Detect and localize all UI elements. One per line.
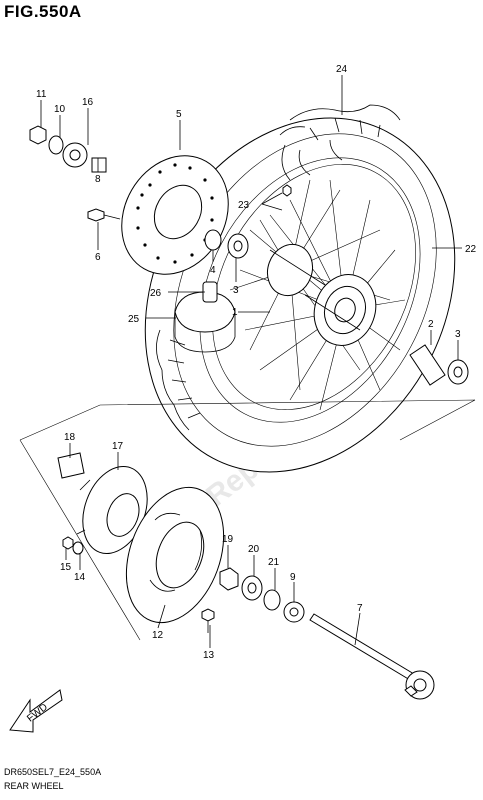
callout-22[interactable]: 22 xyxy=(465,244,477,255)
callout-13[interactable]: 13 xyxy=(203,650,215,661)
callout-23[interactable]: 23 xyxy=(238,200,250,211)
rear-axle[interactable] xyxy=(309,613,435,700)
callout-labels: 24 11 10 16 5 8 23 6 22 4 3 26 1 25 2 3 … xyxy=(36,64,477,661)
callout-6[interactable]: 6 xyxy=(95,252,101,263)
fwd-arrow: FWD xyxy=(9,689,63,733)
callout-16[interactable]: 16 xyxy=(82,97,94,108)
sprocket-bolt[interactable] xyxy=(201,608,215,633)
sprocket-nut-washer[interactable] xyxy=(62,536,84,555)
callout-1[interactable]: 1 xyxy=(232,307,238,318)
callout-17[interactable]: 17 xyxy=(112,441,124,452)
figure-name: REAR WHEEL xyxy=(4,781,64,791)
callout-18[interactable]: 18 xyxy=(64,432,76,443)
callout-24[interactable]: 24 xyxy=(336,64,348,75)
callout-15[interactable]: 15 xyxy=(60,562,72,573)
rear-sprocket[interactable] xyxy=(109,474,241,636)
inner-tube-valve[interactable] xyxy=(174,281,236,353)
callout-8[interactable]: 8 xyxy=(95,174,101,185)
callout-4[interactable]: 4 xyxy=(210,265,216,276)
callout-3-upper[interactable]: 3 xyxy=(233,285,239,296)
callout-10[interactable]: 10 xyxy=(54,104,66,115)
callout-2[interactable]: 2 xyxy=(428,319,434,330)
valve-nut[interactable] xyxy=(282,184,292,197)
disc-nut-washer-collar[interactable] xyxy=(29,125,107,173)
disc-bolt[interactable] xyxy=(87,208,121,222)
callout-7[interactable]: 7 xyxy=(357,603,363,614)
axle-spacers-bearing[interactable] xyxy=(219,567,305,623)
sprocket-mount-plane xyxy=(19,399,476,641)
callout-9[interactable]: 9 xyxy=(290,572,296,583)
wheel-hub[interactable] xyxy=(260,238,385,354)
cush-damper[interactable] xyxy=(57,452,85,479)
right-spacer-bearing[interactable] xyxy=(409,344,469,386)
callout-19[interactable]: 19 xyxy=(222,534,234,545)
brake-disc[interactable] xyxy=(101,136,250,293)
leader-lines xyxy=(40,75,462,648)
callout-12[interactable]: 12 xyxy=(152,630,164,641)
sprocket-mounting-drum[interactable] xyxy=(71,457,158,562)
callout-14[interactable]: 14 xyxy=(74,572,86,583)
figure-title: FIG.550A xyxy=(4,2,82,21)
callout-21[interactable]: 21 xyxy=(268,557,280,568)
figure-code: DR650SEL7_E24_550A xyxy=(4,767,102,777)
callout-5[interactable]: 5 xyxy=(176,109,182,120)
callout-11[interactable]: 11 xyxy=(36,89,47,100)
callout-25[interactable]: 25 xyxy=(128,314,140,325)
callout-3-right[interactable]: 3 xyxy=(455,329,461,340)
callout-26[interactable]: 26 xyxy=(150,288,162,299)
callout-20[interactable]: 20 xyxy=(248,544,260,555)
